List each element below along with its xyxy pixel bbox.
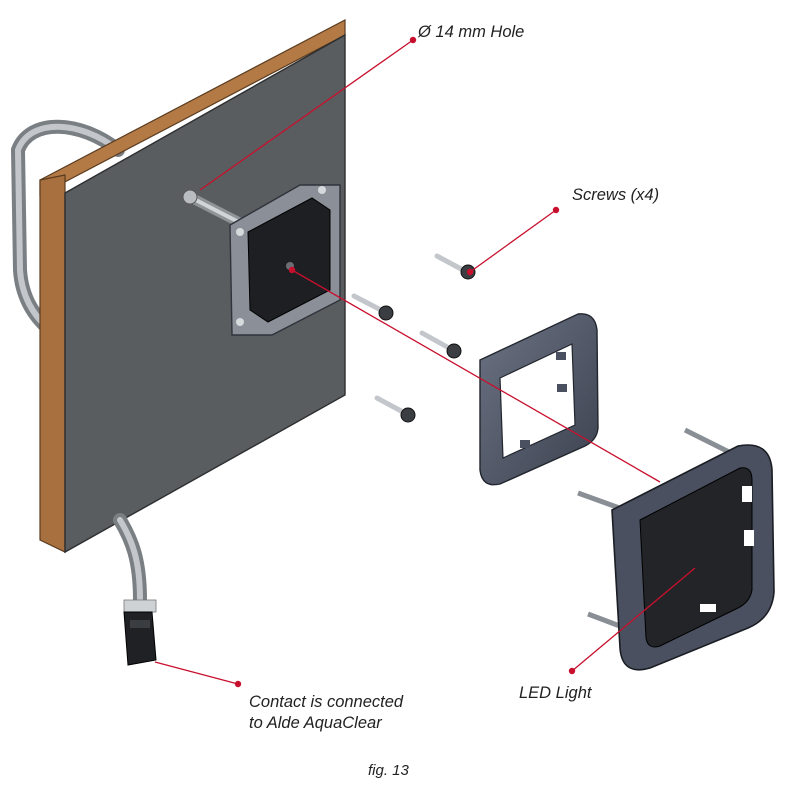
mounted-led-unit [229,184,341,336]
cable-hole [182,189,198,205]
screw-1 [434,253,476,280]
screw-4 [374,395,416,423]
screws-label: Screws (x4) [572,186,660,204]
contact-label-line2: to Alde AquaClear [249,714,382,732]
led-light-label: LED Light [519,684,592,702]
connector [123,599,157,666]
screw-2 [351,293,394,321]
contact-label-line1: Contact is connected [249,693,404,711]
hole-label: Ø 14 mm Hole [418,23,525,41]
screw-3 [419,330,462,359]
figure-caption: fig. 13 [368,762,409,779]
wall-panel [64,33,346,554]
mounting-frame [479,313,599,486]
led-light-unit [577,427,775,671]
contact-label: Contact is connected to Alde AquaClear [249,692,403,734]
